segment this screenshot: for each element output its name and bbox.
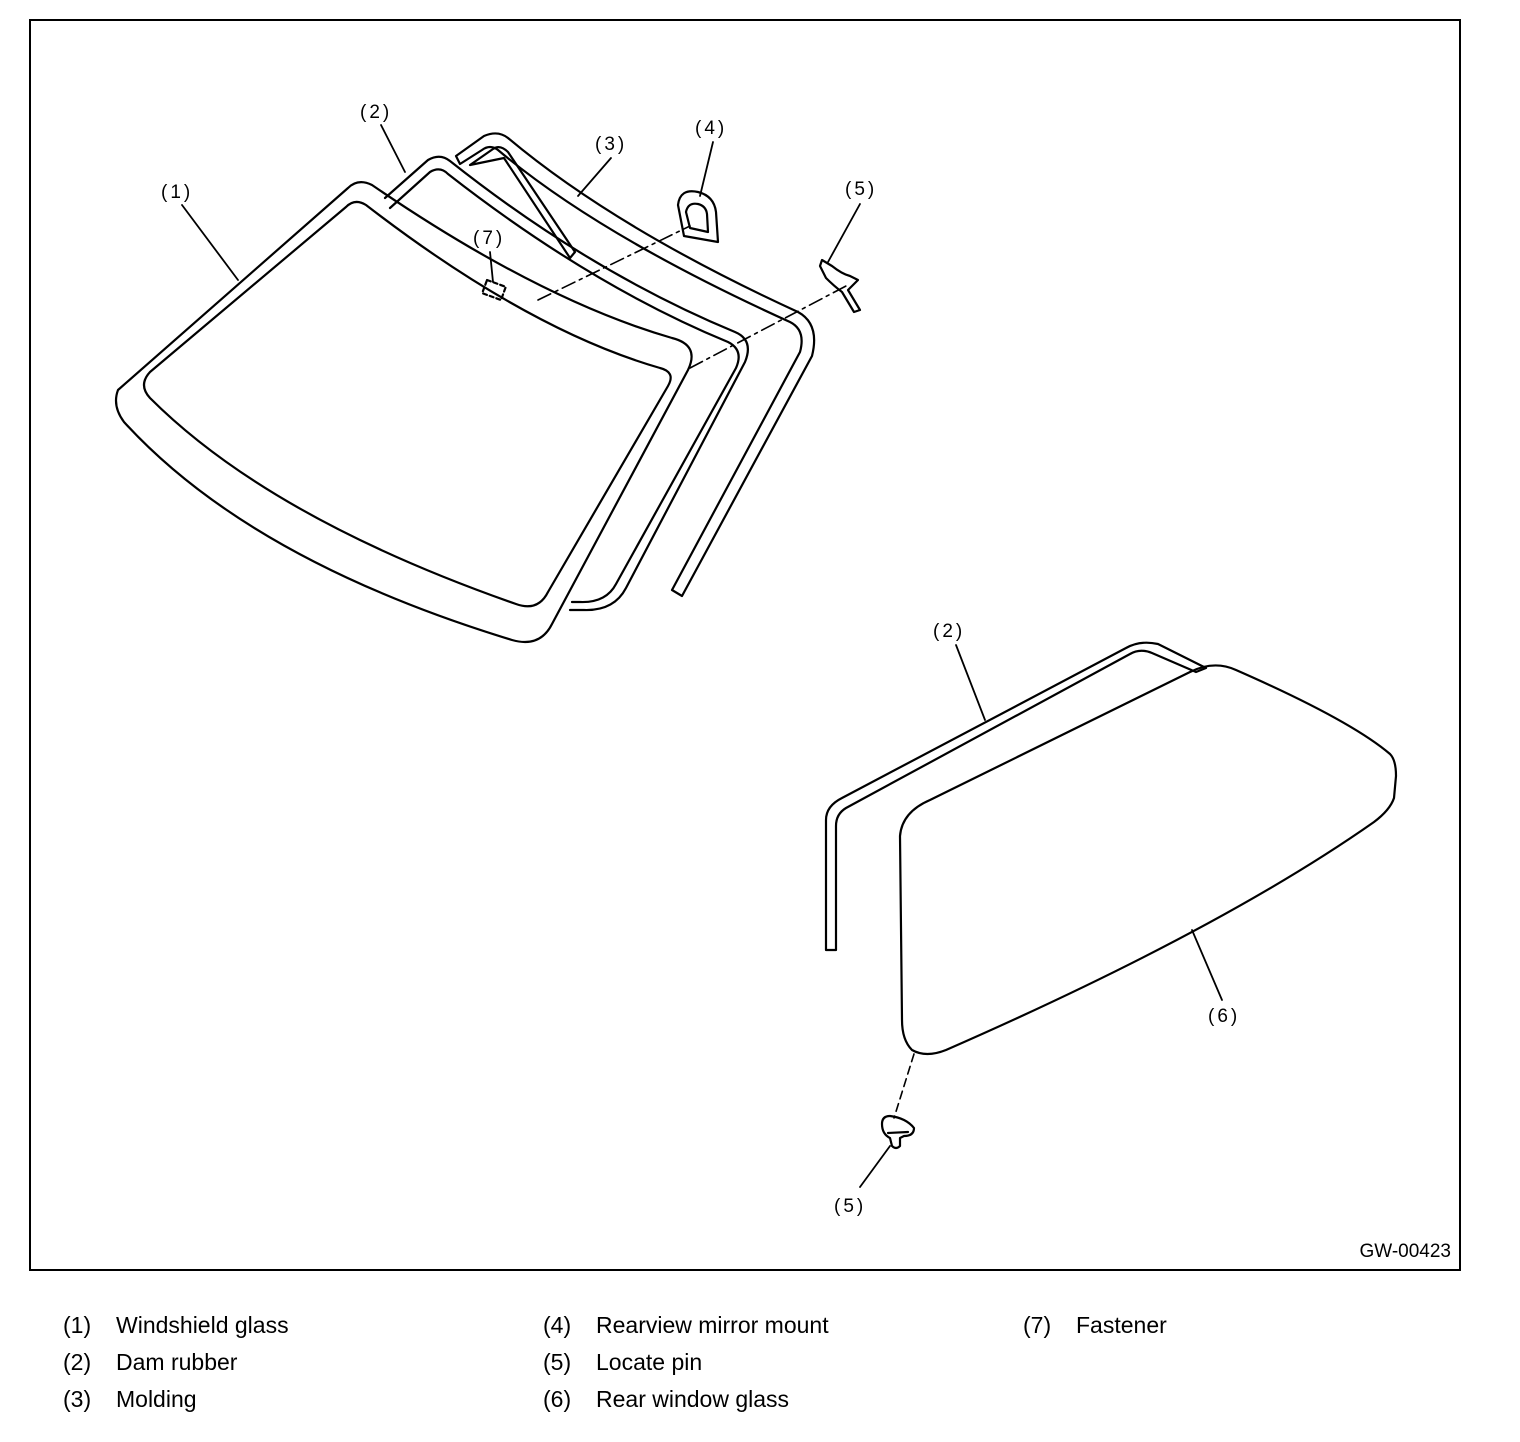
- legend-text: Dam rubber: [116, 1349, 238, 1375]
- diagram: (1) (2) (3) (4) (5) (7) (2) (6) (5): [114, 102, 1398, 1217]
- rear-window-glass: [898, 664, 1398, 1056]
- locate-pin-top: [818, 258, 862, 314]
- callout-labels: (1) (2) (3) (4) (5) (7) (2) (6) (5): [161, 102, 1240, 1217]
- fastener-marker: [481, 278, 507, 302]
- rear-window-dam-rubber: [824, 641, 1208, 952]
- legend-num: (4): [543, 1312, 572, 1338]
- legend-item-6: (6) Rear window glass: [543, 1386, 789, 1413]
- legend-item-3: (3) Molding: [63, 1386, 197, 1413]
- legend-item-5: (5) Locate pin: [543, 1349, 702, 1376]
- legend-text: Locate pin: [596, 1349, 703, 1375]
- rearview-mirror-mount: [676, 190, 720, 244]
- callout-3: (3): [595, 134, 627, 155]
- legend: (1) Windshield glass (2) Dam rubber (3) …: [0, 1310, 1520, 1430]
- legend-num: (5): [543, 1349, 572, 1375]
- legend-text: Rear window glass: [596, 1386, 790, 1412]
- callout-2-bottom: (2): [933, 621, 965, 642]
- callout-5-bottom: (5): [834, 1196, 866, 1217]
- legend-item-4: (4) Rearview mirror mount: [543, 1312, 829, 1339]
- legend-text: Windshield glass: [116, 1312, 289, 1338]
- windshield-molding: [454, 132, 816, 598]
- figure-id: GW-00423: [1359, 1241, 1451, 1262]
- legend-item-1: (1) Windshield glass: [63, 1312, 289, 1339]
- callout-6: (6): [1208, 1006, 1240, 1027]
- assembly-lines: [537, 225, 847, 369]
- callout-2-top: (2): [360, 102, 392, 123]
- callout-1: (1): [161, 182, 193, 203]
- callout-5-top: (5): [845, 179, 877, 200]
- locate-pin-dash-line: [893, 1053, 915, 1119]
- locate-pin-bottom: [880, 1114, 916, 1150]
- legend-num: (1): [63, 1312, 92, 1338]
- legend-num: (2): [63, 1349, 92, 1375]
- legend-item-7: (7) Fastener: [1023, 1312, 1167, 1339]
- windshield-dam-rubber: [383, 155, 749, 612]
- windshield-glass: [114, 181, 693, 644]
- legend-num: (6): [543, 1386, 572, 1412]
- callout-7: (7): [473, 228, 505, 249]
- legend-item-2: (2) Dam rubber: [63, 1349, 237, 1376]
- legend-num: (7): [1023, 1312, 1052, 1338]
- legend-text: Rearview mirror mount: [596, 1312, 829, 1338]
- legend-text: Fastener: [1076, 1312, 1167, 1338]
- legend-text: Molding: [116, 1386, 197, 1412]
- callout-4: (4): [695, 118, 727, 139]
- leader-lines-top: [181, 124, 861, 283]
- leader-lines-bottom: [859, 644, 1223, 1188]
- figure-frame: GW-00423: [29, 19, 1461, 1271]
- legend-num: (3): [63, 1386, 92, 1412]
